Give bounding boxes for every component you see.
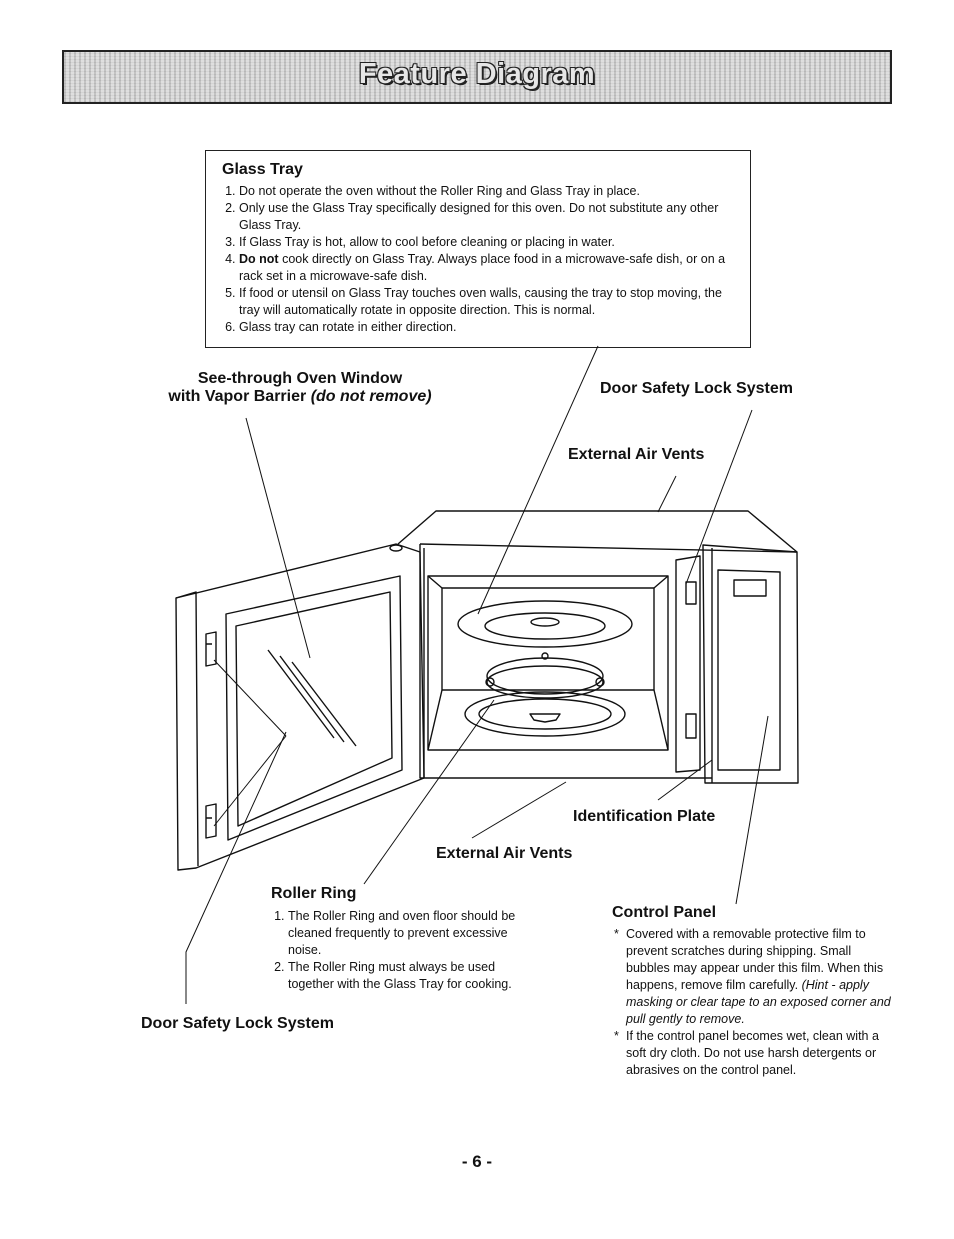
- cabinet-top-edge: [397, 510, 798, 553]
- glass-tray-item-4: Do not cook directly on Glass Tray. Alwa…: [239, 251, 734, 285]
- roller-ring-notes: The Roller Ring and oven floor should be…: [270, 908, 532, 993]
- glass-tray-item-1: Do not operate the oven without the Roll…: [239, 183, 734, 200]
- glass-tray-item-3: If Glass Tray is hot, allow to cool befo…: [239, 234, 734, 251]
- roller-wheel-left: [485, 677, 495, 687]
- cabinet-front-left: [419, 544, 712, 779]
- window-label-line2: with Vapor Barrier (do not remove): [150, 388, 450, 406]
- control-panel-bullet-2: If the control panel becomes wet, clean …: [614, 1028, 897, 1079]
- roller-ring-item-2: The Roller Ring must always be used toge…: [288, 959, 532, 993]
- display-window: [733, 579, 767, 597]
- roller-wheel-right: [595, 677, 605, 687]
- oven-cavity-opening: [427, 575, 669, 751]
- control-panel-outline: [702, 544, 799, 784]
- leader-glass-tray: [477, 345, 599, 615]
- door-latch-upper: [205, 631, 217, 667]
- control-panel-hint: (Hint - apply masking or clear tape to a…: [626, 978, 891, 1026]
- do-not-emphasis: Do not: [239, 252, 279, 266]
- feature-diagram-banner: Feature Diagram: [62, 50, 892, 104]
- glass-tray-box: Glass Tray Do not operate the oven witho…: [205, 150, 751, 348]
- roller-ring-lower: [486, 665, 604, 699]
- glass-tray-item-4-text: cook directly on Glass Tray. Always plac…: [239, 252, 726, 283]
- door-hinge-top: [389, 544, 403, 552]
- window-glare: [267, 649, 357, 747]
- leader-vents-top: [657, 475, 677, 513]
- cabinet-top-front: [419, 543, 798, 553]
- oven-door: [175, 543, 425, 871]
- glass-tray-item-6: Glass tray can rotate in either directio…: [239, 319, 734, 336]
- roller-ring-heading: Roller Ring: [271, 885, 357, 902]
- id-plate-label: Identification Plate: [573, 808, 716, 825]
- cavity-right-frame: [675, 555, 701, 773]
- vents-label-bottom: External Air Vents: [436, 845, 573, 862]
- leader-door-lock-bottom-3: [213, 659, 287, 737]
- glass-tray-item-2: Only use the Glass Tray specifically des…: [239, 200, 734, 234]
- leader-door-lock-bottom-2: [213, 735, 287, 827]
- leader-door-lock-bottom-1: [185, 731, 287, 1004]
- leader-vents-bottom: [471, 781, 567, 839]
- page-number: - 6 -: [461, 1152, 493, 1171]
- door-window-inner: [235, 591, 393, 827]
- leader-window: [245, 417, 311, 659]
- latch-opening-lower: [685, 713, 697, 739]
- control-panel-bullet-1: Covered with a removable protective film…: [614, 926, 897, 1028]
- glass-tray-upper-rim: [484, 612, 606, 640]
- cavity-perspective-lines: [427, 575, 669, 751]
- vents-label-top: External Air Vents: [568, 446, 705, 463]
- control-panel-bullet-1-text: Covered with a removable protective film…: [626, 927, 884, 992]
- door-latch-lower: [205, 803, 217, 839]
- leader-door-lock-top: [685, 409, 753, 585]
- window-label-note: (do not remove): [310, 388, 432, 405]
- window-label: See-through Oven Window with Vapor Barri…: [150, 370, 450, 406]
- control-panel-notes: Covered with a removable protective film…: [612, 926, 897, 1079]
- leader-roller-ring: [363, 699, 495, 885]
- door-lock-label-top: Door Safety Lock System: [600, 380, 793, 397]
- roller-wheel-back: [541, 652, 549, 660]
- glass-tray-list: Do not operate the oven without the Roll…: [222, 183, 734, 336]
- glass-tray-heading: Glass Tray: [222, 161, 303, 178]
- glass-tray-floor-rim: [478, 698, 612, 730]
- control-panel-heading: Control Panel: [612, 904, 717, 921]
- tray-hub: [530, 617, 560, 627]
- drive-coupler: [529, 713, 561, 723]
- roller-ring-item-1: The Roller Ring and oven floor should be…: [288, 908, 532, 959]
- leader-id-plate: [657, 759, 713, 801]
- door-lock-label-bottom: Door Safety Lock System: [141, 1015, 334, 1032]
- window-label-line1: See-through Oven Window: [197, 370, 403, 387]
- banner-title: Feature Diagram: [358, 58, 596, 90]
- roller-ring: [486, 657, 604, 695]
- leader-lines: [185, 345, 769, 1004]
- window-label-vapor: with Vapor Barrier: [168, 388, 307, 405]
- glass-tray-upper: [457, 600, 633, 648]
- latch-opening-upper: [685, 581, 697, 605]
- door-side-edge: [175, 591, 199, 867]
- door-window: [225, 575, 403, 841]
- control-panel-face: [717, 569, 781, 771]
- glass-tray-item-5: If food or utensil on Glass Tray touches…: [239, 285, 734, 319]
- glass-tray-floor: [464, 691, 626, 737]
- leader-control-panel: [735, 715, 769, 905]
